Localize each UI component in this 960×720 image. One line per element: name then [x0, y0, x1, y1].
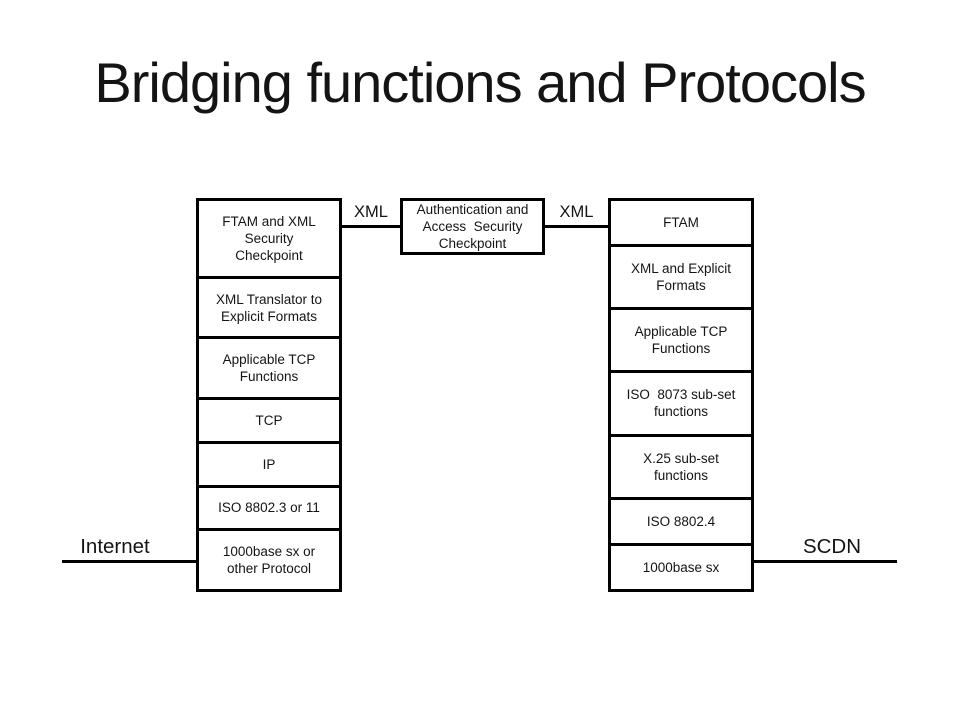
stack-layer: TCP: [196, 397, 342, 444]
stack-layer: ISO 8802.3 or 11: [196, 484, 342, 532]
stack-layer-label: XML Translator to Explicit Formats: [215, 291, 323, 324]
connector-label-left-xml: XML: [354, 203, 388, 221]
internet-label: Internet: [80, 535, 150, 558]
bridge-box-label: Authentication and Access Security Check…: [416, 202, 529, 251]
stack-layer-label: Applicable TCP Functions: [222, 352, 316, 385]
connector-label-right-xml: XML: [559, 203, 594, 221]
protocol-stack-internet: FTAM and XML Security Checkpoint XML Tra…: [196, 198, 342, 593]
stack-layer: X.25 sub-set functions: [608, 433, 754, 500]
connector-line-right: [545, 225, 608, 228]
stack-layer-label: X.25 sub-set functions: [643, 450, 719, 483]
slide-title: Bridging functions and Protocols: [94, 51, 866, 114]
stack-layer-label: FTAM: [663, 215, 699, 231]
stack-layer-label: TCP: [255, 413, 283, 429]
stack-layer-label: FTAM and XML Security Checkpoint: [222, 213, 316, 263]
scdn-label: SCDN: [802, 535, 862, 558]
stack-layer-label: 1000base sx: [642, 559, 720, 575]
stack-layer: XML and Explicit Formats: [608, 244, 754, 311]
stack-layer: Applicable TCP Functions: [196, 336, 342, 401]
scdn-line: [754, 560, 897, 563]
connector-line-left: [342, 225, 400, 228]
stack-layer-label: ISO 8802.3 or 11: [218, 500, 320, 516]
stack-layer: FTAM: [608, 198, 754, 248]
stack-layer: ISO 8073 sub-set functions: [608, 370, 754, 437]
stack-layer: XML Translator to Explicit Formats: [196, 275, 342, 340]
stack-layer: FTAM and XML Security Checkpoint: [196, 198, 342, 279]
stack-layer-label: XML and Explicit Formats: [630, 261, 732, 294]
stack-layer: 1000base sx: [608, 542, 754, 592]
stack-layer-label: ISO 8073 sub-set functions: [626, 387, 736, 420]
stack-layer: IP: [196, 440, 342, 488]
stack-layer: ISO 8802.4: [608, 496, 754, 546]
bridge-box: Authentication and Access Security Check…: [400, 198, 545, 255]
stack-layer-label: IP: [262, 456, 276, 472]
internet-line: [62, 560, 196, 563]
stack-layer-label: Applicable TCP Functions: [634, 324, 728, 357]
stack-layer: 1000base sx or other Protocol: [196, 528, 342, 593]
stack-layer: Applicable TCP Functions: [608, 307, 754, 374]
protocol-stack-scdn: FTAM XML and Explicit Formats Applicable…: [608, 198, 754, 592]
stack-layer-label: 1000base sx or other Protocol: [222, 544, 316, 577]
stack-layer-label: ISO 8802.4: [646, 513, 716, 529]
